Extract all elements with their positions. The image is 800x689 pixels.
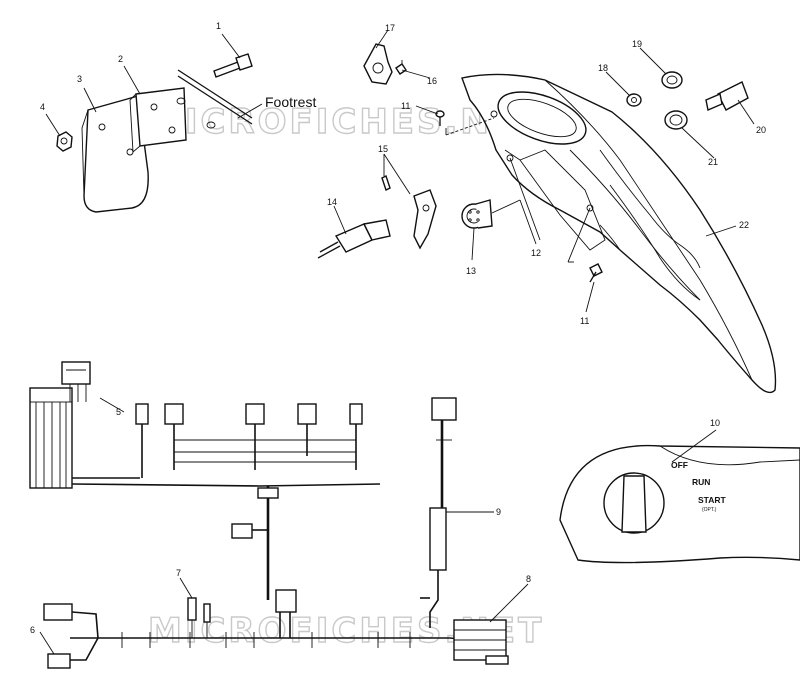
callout-11-top: 11 [401,101,410,111]
footrest-assembly: Footrest [56,53,316,213]
key-part-20[interactable] [705,81,749,111]
nut-part-4[interactable] [56,131,73,152]
callout-11-bottom: 11 [580,316,589,326]
footrest-bracket[interactable] [135,87,187,147]
nut-part-18[interactable] [626,93,642,107]
switch-bracket-part-15[interactable] [381,175,437,250]
center-connector[interactable] [275,589,297,613]
switch-run-label: RUN [692,477,710,487]
bezel-part-21[interactable] [664,110,688,130]
console-housing[interactable] [461,73,777,394]
callout-9: 9 [496,507,501,517]
callout-22: 22 [739,220,749,230]
switch-start-label: START [698,495,727,505]
screw-part-11-bottom[interactable] [589,263,603,283]
callout-13: 13 [466,266,476,276]
connector-part-6[interactable] [43,603,99,669]
harness-block[interactable] [29,387,73,489]
ignition-panel-detail: OFF RUN START (OPT.) [559,444,800,564]
harness-top-connector[interactable] [61,361,91,385]
screw-part-11-top[interactable] [435,110,445,126]
callout-17: 17 [385,23,395,33]
callout-6: 6 [30,625,35,635]
callout-10: 10 [710,418,720,428]
connector-part-8[interactable] [453,619,509,665]
console-opening [497,91,587,145]
console-assembly [317,43,777,394]
callout-19: 19 [632,39,642,49]
callout-3: 3 [77,74,82,84]
callout-7: 7 [176,568,181,578]
callout-14: 14 [327,197,337,207]
callout-12: 12 [531,248,541,258]
callout-1: 1 [216,21,221,31]
callout-4: 4 [40,102,45,112]
ignition-panel [559,444,800,564]
wiring-harness [29,361,509,669]
bracket-part-17[interactable] [363,43,393,85]
callout-21: 21 [708,157,718,167]
bolt-part-1[interactable] [213,53,253,78]
side-connector[interactable] [231,523,253,539]
switch-start-note: (OPT.) [702,507,717,513]
switch-off-label: OFF [671,460,688,470]
callout-20: 20 [756,125,766,135]
footrest-label: Footrest [265,94,316,110]
callout-numbers: 1 2 3 4 5 6 7 8 9 10 11 11 12 13 14 15 1… [30,21,766,635]
callout-15: 15 [378,144,388,154]
collar-part-19[interactable] [661,71,683,89]
callout-5: 5 [116,407,121,417]
fuse-holder-part-7[interactable] [187,597,211,638]
connector-part-9-top[interactable] [431,397,457,421]
sensor-part-14[interactable] [317,219,391,259]
branch-connectors[interactable] [135,403,363,425]
ignition-switch-part-13[interactable] [461,199,493,229]
clip-part-16[interactable] [395,60,407,75]
callout-18: 18 [598,63,608,73]
callout-2: 2 [118,54,123,64]
callout-leaders [39,29,755,655]
callout-8: 8 [526,574,531,584]
callout-16: 16 [427,76,437,86]
